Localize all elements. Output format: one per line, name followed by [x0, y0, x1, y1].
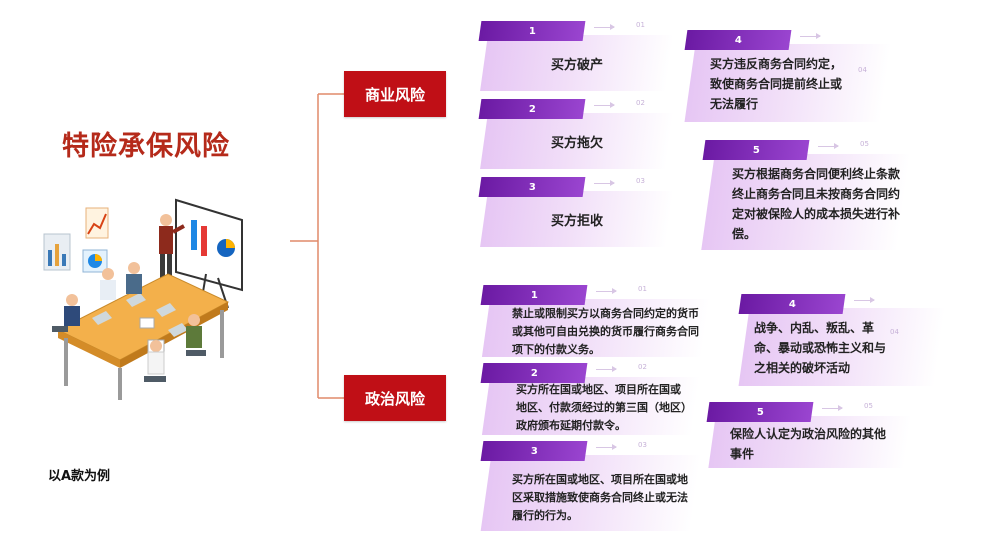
card-number: 1: [530, 289, 538, 301]
card-text: 买方拒收: [550, 214, 603, 229]
card-number: 4: [788, 298, 796, 310]
card-text: 买方所在国或地区、项目所在国或地区、付款须经过的第三国（地区）政府颁布延期付款令…: [516, 383, 687, 432]
card-tag: 01: [636, 21, 645, 29]
card-tag: 04: [858, 66, 867, 74]
arrow-icon: [854, 297, 875, 303]
card-text: 买方违反商务合同约定，致使商务合同提前终止或无法履行: [710, 57, 843, 111]
card-text: 买方破产: [550, 58, 603, 73]
meeting-illustration: [43, 198, 243, 400]
arrow-icon: [594, 180, 615, 186]
political-card-1: 1 01 禁止或限制买方以商务合同约定的货币或其他可自由兑换的货币履行商务合同项…: [480, 285, 711, 357]
card-number: 5: [756, 406, 764, 418]
category-political-risk: 政治风险: [344, 375, 446, 421]
arrow-icon: [596, 366, 617, 372]
card-number: 3: [530, 445, 538, 457]
political-card-2: 2 02 买方所在国或地区、项目所在国或地区、付款须经过的第三国（地区）政府颁布…: [480, 363, 701, 435]
card-number: 3: [528, 181, 536, 193]
card-number: 1: [528, 25, 536, 37]
card-text: 保险人认定为政治风险的其他事件: [730, 427, 887, 461]
commercial-card-4: 4 04 买方违反商务合同约定，致使商务合同提前终止或无法履行: [684, 30, 892, 122]
card-number: 4: [734, 34, 742, 46]
political-card-4: 4 04 战争、内乱、叛乱、革命、暴动或恐怖主义和与之相关的破坏活动: [738, 294, 946, 386]
card-text: 禁止或限制买方以商务合同约定的货币或其他可自由兑换的货币履行商务合同项下的付款义…: [512, 307, 699, 356]
card-tag: 01: [638, 285, 647, 293]
card-tag: 03: [636, 177, 645, 185]
commercial-card-1: 1 01 买方破产: [478, 21, 674, 91]
card-number: 2: [530, 367, 538, 379]
card-number: 5: [752, 144, 760, 156]
political-card-3: 3 03 买方所在国或地区、项目所在国或地区采取措施致使商务合同终止或无法履行的…: [480, 441, 702, 531]
card-text: 买方根据商务合同便利终止条款终止商务合同且未按商务合同约定对被保险人的成本损失进…: [732, 167, 901, 241]
arrow-icon: [818, 143, 839, 149]
arrow-icon: [594, 102, 615, 108]
example-note: 以A款为例: [48, 469, 111, 484]
card-tag: 02: [638, 363, 647, 371]
card-tag: 02: [636, 99, 645, 107]
card-text: 买方拖欠: [550, 136, 603, 151]
page-title: 特险承保风险: [62, 131, 230, 162]
commercial-card-3: 3 03 买方拒收: [478, 177, 674, 247]
arrow-icon: [596, 288, 617, 294]
commercial-card-2: 2 02 买方拖欠: [478, 99, 674, 169]
arrow-icon: [596, 444, 617, 450]
card-tag: 05: [860, 140, 869, 148]
arrow-icon: [800, 33, 821, 39]
card-text: 战争、内乱、叛乱、革命、暴动或恐怖主义和与之相关的破坏活动: [754, 321, 887, 375]
card-tag: 05: [864, 402, 873, 410]
category-commercial-risk: 商业风险: [344, 71, 446, 117]
arrow-icon: [822, 405, 843, 411]
card-tag: 04: [890, 328, 899, 336]
political-card-5: 5 05 保险人认定为政治风险的其他事件: [706, 402, 912, 468]
branch-connectors: [290, 93, 344, 399]
card-number: 2: [528, 103, 536, 115]
card-tag: 03: [638, 441, 647, 449]
commercial-card-5: 5 05 买方根据商务合同便利终止条款终止商务合同且未按商务合同约定对被保险人的…: [701, 140, 911, 250]
card-text: 买方所在国或地区、项目所在国或地区采取措施致使商务合同终止或无法履行的行为。: [512, 473, 688, 522]
arrow-icon: [594, 24, 615, 30]
